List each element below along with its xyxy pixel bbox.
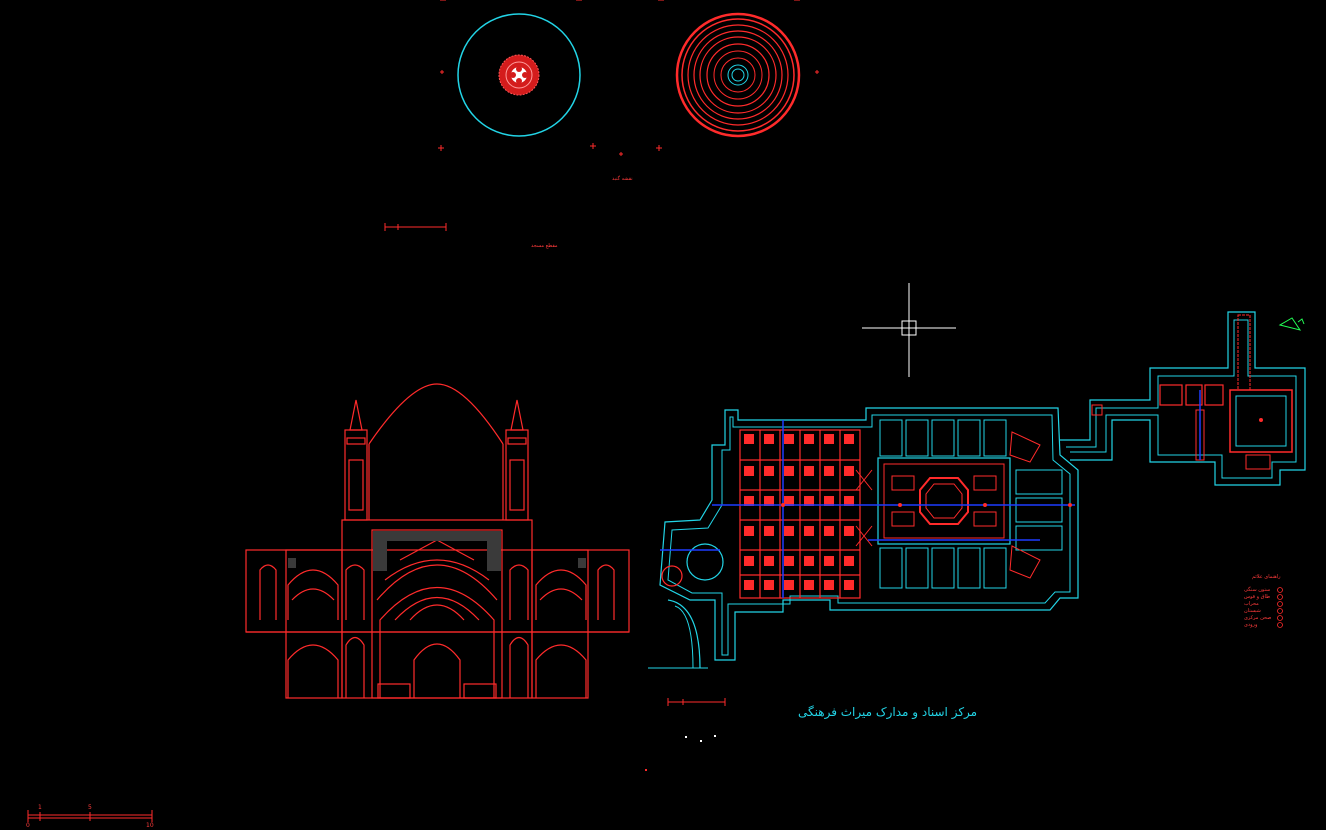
scale-label: 1 bbox=[38, 804, 42, 811]
scale-label: 0 bbox=[26, 822, 30, 829]
crosshair-cursor-icon bbox=[862, 283, 956, 377]
mosque-floor-plan[interactable] bbox=[648, 311, 1306, 669]
stray-text-dots bbox=[645, 735, 716, 771]
dome-scale-bar bbox=[384, 223, 447, 231]
plan-outer-wall bbox=[659, 407, 1079, 661]
legend-item: محراب bbox=[1244, 601, 1259, 607]
plan-axis-lines bbox=[660, 390, 1201, 598]
plan-scale-bar bbox=[667, 698, 726, 706]
plan-column-grid bbox=[739, 429, 861, 599]
legend-title: راهنمای علائم bbox=[1252, 574, 1281, 580]
legend-symbols bbox=[1277, 587, 1283, 628]
north-arrow-icon bbox=[1278, 317, 1305, 331]
reference-markers bbox=[438, 70, 819, 156]
dome-plan-outer[interactable] bbox=[457, 13, 581, 137]
legend-item: طاق و قوس bbox=[1244, 594, 1271, 600]
scale-label: 10 bbox=[146, 822, 154, 829]
graphic-scale-bar bbox=[27, 810, 153, 822]
section-caption: مقطع مسجد bbox=[531, 243, 558, 249]
scale-label: 5 bbox=[88, 804, 92, 811]
legend-item: ورودی bbox=[1244, 622, 1258, 628]
dome-ceiling-plan[interactable] bbox=[675, 12, 801, 138]
mosque-section-elevation[interactable] bbox=[245, 383, 630, 699]
legend-item: ستون سنگی bbox=[1244, 587, 1271, 593]
legend-item: شبستان bbox=[1244, 608, 1261, 614]
plan-central-courtyard bbox=[877, 457, 1011, 545]
dome-plan-caption: نقشه گنبد bbox=[612, 176, 633, 182]
legend-item: صحن مرکزی bbox=[1244, 615, 1272, 621]
main-drawing-caption: مرکز اسناد و مدارک میراث فرهنگی bbox=[798, 705, 978, 719]
